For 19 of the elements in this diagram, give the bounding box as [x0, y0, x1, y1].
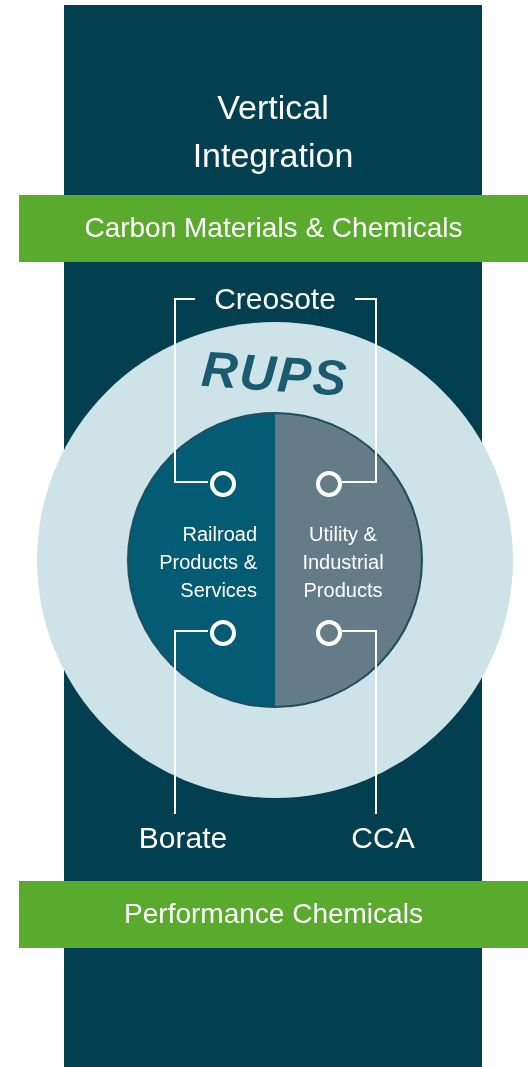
- band-title: Vertical Integration: [191, 87, 355, 176]
- segment-name: Utility & Industrial Products: [301, 522, 385, 603]
- leader-line: [174, 630, 209, 815]
- chemical-label: Borate: [125, 818, 241, 858]
- ring-title: RUPS: [198, 339, 352, 410]
- segment-name: Railroad Products & Services: [158, 522, 257, 603]
- segment-bar: [19, 881, 528, 948]
- connector-dot: [316, 620, 342, 646]
- leader-line: [341, 630, 377, 815]
- leader-line: [174, 298, 209, 483]
- bar-title: Carbon Materials & Chemicals: [83, 212, 464, 244]
- leader-line: [341, 298, 377, 483]
- bar-title: Performance Chemicals: [123, 898, 424, 930]
- segment-bar: [19, 195, 528, 262]
- connector-dot: [210, 620, 236, 646]
- connector-dot: [316, 471, 342, 497]
- chemical-label: Creosote: [195, 280, 355, 318]
- connector-dot: [210, 471, 236, 497]
- chemical-label: CCA: [338, 818, 428, 858]
